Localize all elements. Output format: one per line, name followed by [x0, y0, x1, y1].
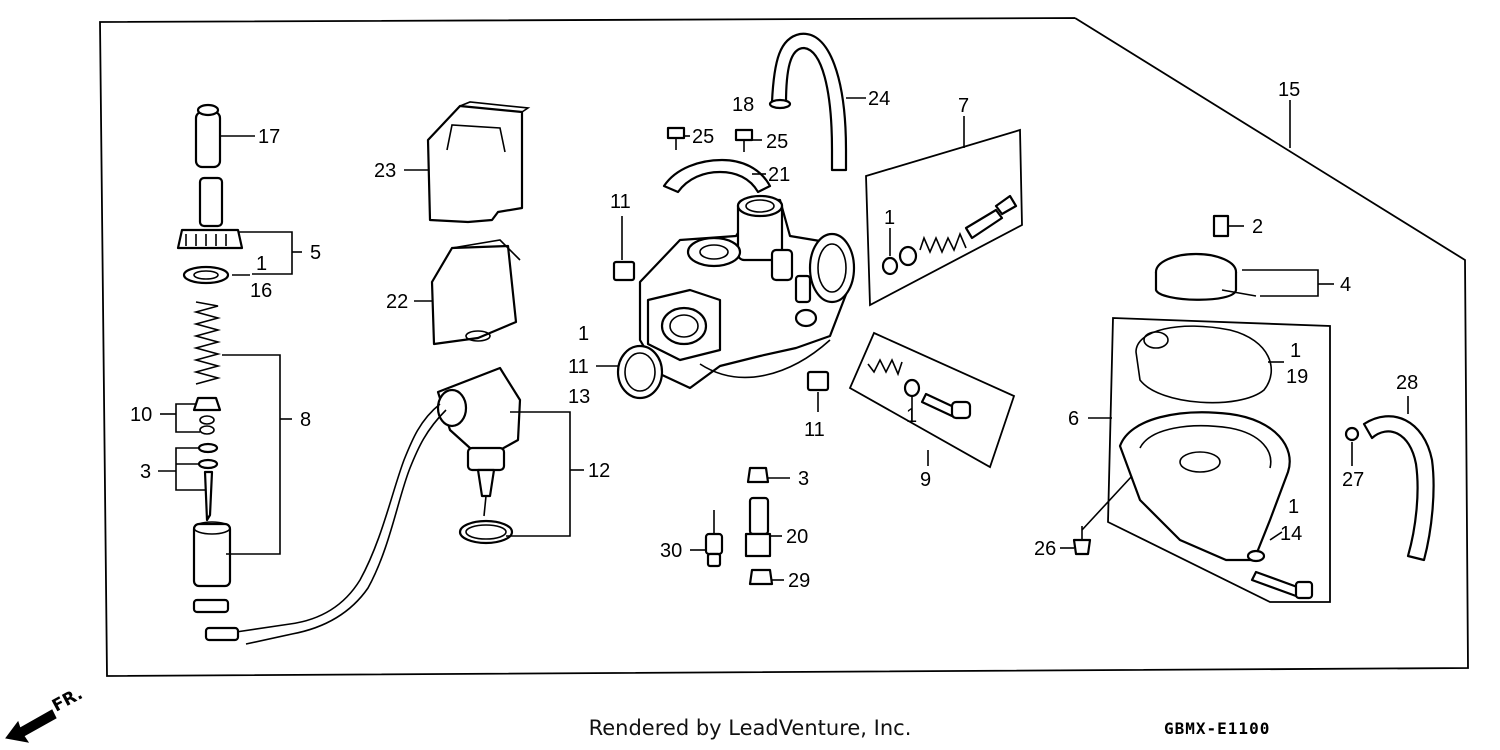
subassembly-box-6 — [1107, 317, 1331, 603]
callout-19: 19 — [1286, 366, 1308, 388]
callout-29: 29 — [788, 570, 810, 592]
callout-13: 13 — [568, 386, 590, 408]
clip-18 — [768, 98, 792, 110]
callout-18: 18 — [732, 94, 754, 116]
screw-26 — [1072, 538, 1092, 556]
callout-28: 28 — [1396, 372, 1418, 394]
callout-1-body: 1 — [578, 323, 589, 345]
pad-11-upper — [612, 260, 636, 282]
callout-25-right: 25 — [766, 131, 788, 153]
float-assembly — [1154, 214, 1257, 301]
hose-24 — [770, 32, 848, 172]
render-credit: Rendered by LeadVenture, Inc. — [588, 716, 912, 740]
callout-1-air: 1 — [906, 405, 917, 427]
callout-11-lower: 11 — [804, 419, 825, 441]
carburetor-body — [638, 194, 856, 390]
bracket-21 — [662, 158, 772, 194]
callout-24: 24 — [868, 88, 890, 110]
callout-15: 15 — [1278, 79, 1300, 101]
subassembly-box-9 — [848, 331, 1016, 469]
float-chamber-6 — [1118, 411, 1291, 563]
callout-9: 9 — [920, 469, 931, 491]
callout-30: 30 — [660, 540, 682, 562]
left-needle-assembly — [176, 103, 244, 588]
callout-3: 3 — [140, 461, 151, 483]
hose-28 — [1362, 415, 1435, 562]
callout-20: 20 — [786, 526, 808, 548]
callout-11-left: 11 — [568, 356, 589, 378]
callout-8: 8 — [300, 409, 311, 431]
callout-1: 1 — [256, 253, 267, 275]
covers-23-22 — [426, 101, 531, 346]
callout-11-upper: 11 — [610, 191, 631, 213]
callout-23: 23 — [374, 160, 396, 182]
gasket-19 — [1135, 325, 1273, 404]
callout-3-plug: 3 — [798, 468, 809, 490]
callout-21: 21 — [768, 164, 790, 186]
callout-2: 2 — [1252, 216, 1263, 238]
diagram-frame — [99, 17, 1469, 677]
callout-25-left: 25 — [692, 126, 714, 148]
callout-12: 12 — [588, 460, 610, 482]
small-jets — [704, 466, 774, 586]
callout-4: 4 — [1340, 274, 1351, 296]
callout-7: 7 — [958, 95, 969, 117]
clip-27 — [1344, 426, 1360, 442]
callout-27: 27 — [1342, 469, 1364, 491]
callout-1-pilot: 1 — [884, 207, 895, 229]
screw-14 — [1250, 570, 1302, 598]
callout-17: 17 — [258, 126, 280, 148]
callout-1-chamber: 1 — [1288, 496, 1299, 518]
callout-10: 10 — [130, 404, 152, 426]
callout-26: 26 — [1034, 538, 1056, 560]
callout-22: 22 — [386, 291, 408, 313]
callout-1-float: 1 — [1290, 340, 1301, 362]
pad-11-lower — [806, 370, 830, 392]
callout-5: 5 — [310, 242, 321, 264]
diagram-code: GBMX-E1100 — [1164, 719, 1271, 738]
callout-16: 16 — [250, 280, 272, 302]
pilot-screw-7 — [881, 194, 1018, 276]
screws-25 — [666, 126, 754, 152]
callout-14: 14 — [1280, 523, 1302, 545]
auto-choke-12 — [192, 366, 522, 645]
callout-6: 6 — [1068, 408, 1079, 430]
subassembly-box-7 — [865, 128, 1023, 307]
fr-label: FR. — [49, 684, 86, 716]
